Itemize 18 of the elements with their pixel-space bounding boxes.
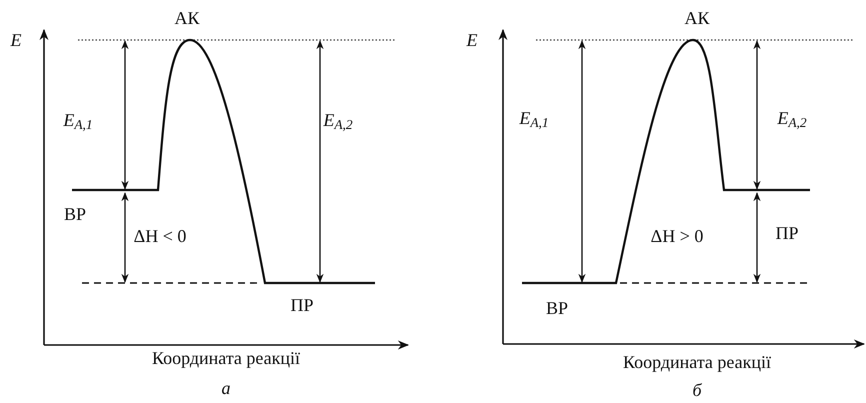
energy-label: E$_{A,2}$: [323, 111, 353, 129]
peak-label: АК: [174, 9, 200, 27]
axis-label: E: [466, 31, 478, 49]
energy-label: E$_{A,1}$: [63, 111, 93, 129]
level-label: ВР: [546, 299, 568, 317]
level-label: ПР: [776, 224, 798, 242]
panel-letter: б: [692, 381, 702, 399]
energy-label: E$_{A,2}$: [777, 109, 807, 127]
peak-label: АК: [684, 9, 710, 27]
energy-label: E$_{A,1}$: [519, 109, 549, 127]
axis-label: Координата реакції: [623, 353, 771, 371]
axis-label: E: [10, 31, 22, 49]
energy-change-label: ΔH > 0: [650, 227, 704, 245]
level-label: ВР: [64, 205, 86, 223]
level-label: ПР: [290, 296, 314, 314]
panel-letter: а: [222, 379, 230, 397]
axis-label: Координата реакції: [152, 349, 300, 367]
energy-change-label: ΔH < 0: [134, 227, 186, 245]
